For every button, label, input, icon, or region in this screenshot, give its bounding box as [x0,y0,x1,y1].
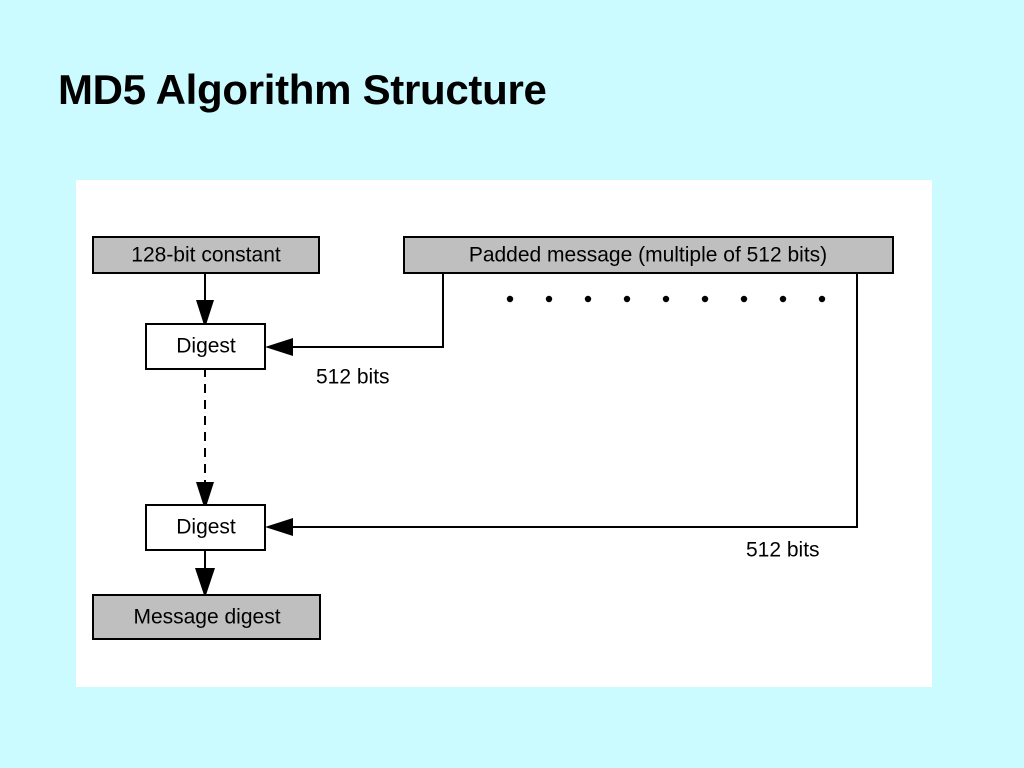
edge-label-512-bits-last: 512 bits [746,539,820,562]
edge-digest-to-message-digest [195,550,215,598]
ellipsis-dots [506,295,826,303]
page-title: MD5 Algorithm Structure [58,66,547,113]
arrow-head-icon [265,518,293,536]
node-128-bit-constant[interactable]: 128-bit constant [92,236,320,274]
node-label-message-digest: Message digest [133,606,280,629]
arrow-head-icon [265,338,293,356]
node-padded-message[interactable]: Padded message (multiple of 512 bits) [403,236,894,274]
node-digest-first[interactable]: Digest [145,323,266,370]
edge-digest-to-digest-dashed [196,368,214,510]
edge-block-one-to-digest [265,272,444,356]
arrow-head-icon [196,482,214,510]
md5-flowchart: 128-bit constant Padded message (multipl… [92,236,894,640]
arrow-head-icon [196,300,214,328]
edge-label-512-bits-first: 512 bits [316,366,390,389]
node-label-digest-last: Digest [176,516,236,539]
edge-block-last-to-digest [265,272,858,536]
node-label-digest-first: Digest [176,335,236,358]
edge-constant-to-digest [196,272,214,328]
diagram-panel: 128-bit constant Padded message (multipl… [76,180,932,687]
arrow-head-icon [195,568,215,598]
node-digest-last[interactable]: Digest [145,504,266,551]
node-message-digest[interactable]: Message digest [92,594,321,640]
node-label-128-bit-constant: 128-bit constant [131,244,281,267]
node-label-padded-message: Padded message (multiple of 512 bits) [469,244,827,267]
